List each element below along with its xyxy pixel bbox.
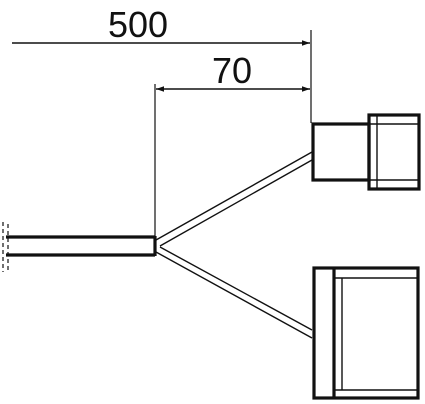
- dimension-label-branch: 70: [212, 50, 252, 91]
- upper-connector: [311, 113, 421, 191]
- lower-connector: [312, 266, 420, 400]
- branch-wire-upper-b: [159, 159, 313, 247]
- branch-wire-lower-a: [159, 246, 313, 331]
- dimension-label-overall: 500: [108, 4, 168, 45]
- branch-wire-upper-a: [155, 151, 313, 241]
- branch-wire-lower-b: [155, 251, 313, 339]
